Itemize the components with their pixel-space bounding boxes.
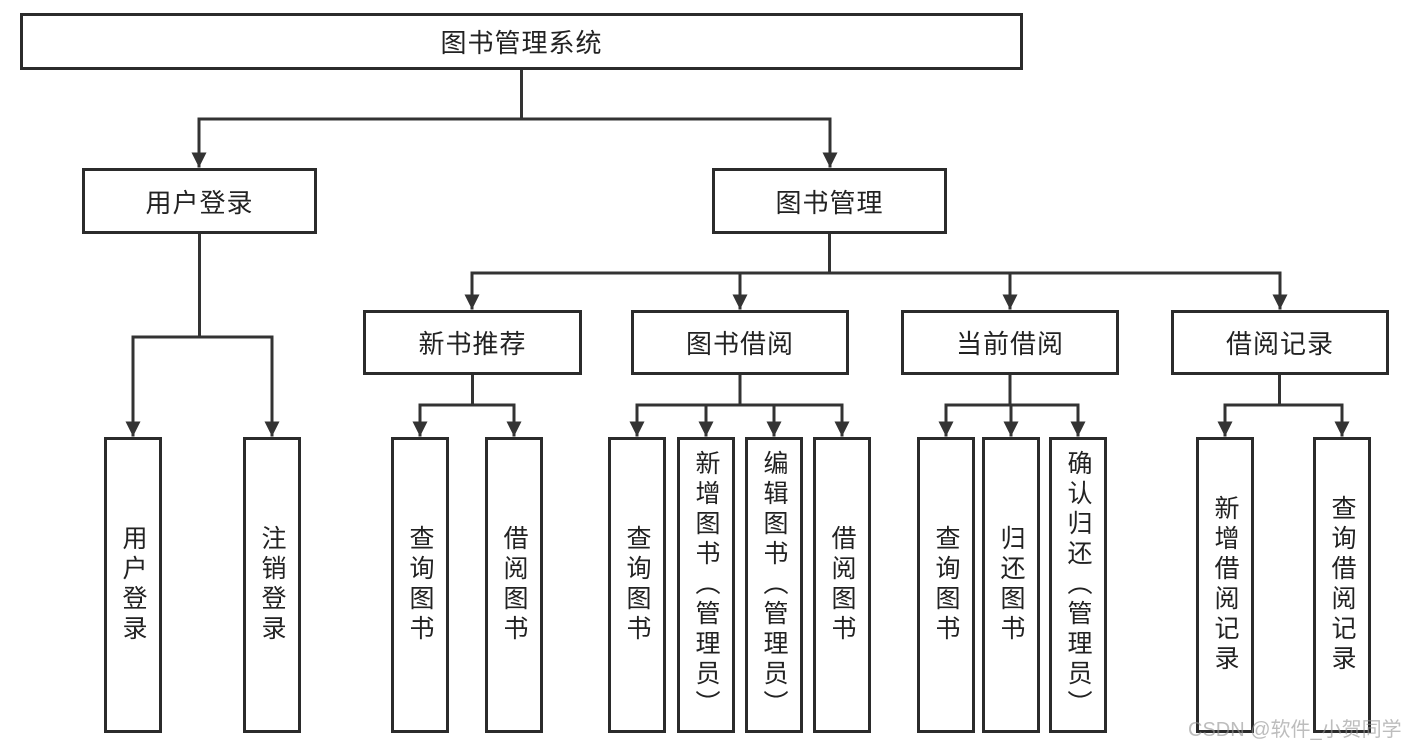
connector-book-mgmt (464, 232, 1288, 310)
leaf-borrow-borrow-label: 借阅图书 (828, 525, 856, 645)
node-book-mgmt: 图书管理 (712, 168, 947, 234)
leaf-current-confirm: 确认归还（管理员） (1049, 437, 1107, 733)
node-new-books-label: 新书推荐 (418, 329, 527, 359)
leaf-borrow-borrow: 借阅图书 (813, 437, 871, 733)
node-book-borrow-label: 图书借阅 (685, 329, 794, 359)
node-root-label: 图书管理系统 (440, 28, 603, 58)
leaf-borrow-edit: 编辑图书（管理员） (745, 437, 803, 733)
leaf-logout: 注销登录 (243, 437, 301, 733)
csdn-watermark: CSDN @软件_小贺同学 (1188, 719, 1402, 741)
node-current-borrow-label: 当前借阅 (955, 329, 1064, 359)
node-current-borrow: 当前借阅 (901, 310, 1119, 375)
leaf-newbooks-query: 查询图书 (391, 437, 449, 733)
node-borrow-records: 借阅记录 (1171, 310, 1389, 375)
leaf-current-query: 查询图书 (917, 437, 975, 733)
leaf-logout-label: 注销登录 (258, 525, 286, 645)
leaf-user-login: 用户登录 (104, 437, 162, 733)
leaf-current-return: 归还图书 (982, 437, 1040, 733)
leaf-borrow-add: 新增图书（管理员） (677, 437, 735, 733)
leaf-records-add-label: 新增借阅记录 (1211, 495, 1239, 675)
connector-new-books (412, 373, 522, 437)
node-borrow-records-label: 借阅记录 (1225, 329, 1334, 359)
leaf-current-confirm-label: 确认归还（管理员） (1064, 450, 1092, 720)
connector-current-borrow (938, 373, 1086, 437)
connector-root (191, 68, 838, 168)
connector-user-login (125, 232, 280, 437)
leaf-newbooks-query-label: 查询图书 (406, 525, 434, 645)
leaf-records-query-label: 查询借阅记录 (1328, 495, 1356, 675)
leaf-records-add: 新增借阅记录 (1196, 437, 1254, 733)
leaf-current-query-label: 查询图书 (932, 525, 960, 645)
connector-borrow-records (1217, 373, 1350, 437)
leaf-borrow-edit-label: 编辑图书（管理员） (760, 450, 788, 720)
connector-book-borrow (629, 373, 850, 437)
leaf-current-return-label: 归还图书 (997, 525, 1025, 645)
node-new-books: 新书推荐 (363, 310, 582, 375)
leaf-user-login-label: 用户登录 (119, 525, 147, 645)
leaf-newbooks-borrow: 借阅图书 (485, 437, 543, 733)
node-root: 图书管理系统 (20, 13, 1023, 70)
node-book-borrow: 图书借阅 (631, 310, 849, 375)
node-user-login-label: 用户登录 (145, 187, 254, 218)
node-book-mgmt-label: 图书管理 (775, 187, 884, 218)
leaf-newbooks-borrow-label: 借阅图书 (500, 525, 528, 645)
leaf-borrow-query-label: 查询图书 (623, 525, 651, 645)
leaf-borrow-query: 查询图书 (608, 437, 666, 733)
leaf-borrow-add-label: 新增图书（管理员） (692, 450, 720, 720)
leaf-records-query: 查询借阅记录 (1313, 437, 1371, 733)
node-user-login: 用户登录 (82, 168, 317, 234)
